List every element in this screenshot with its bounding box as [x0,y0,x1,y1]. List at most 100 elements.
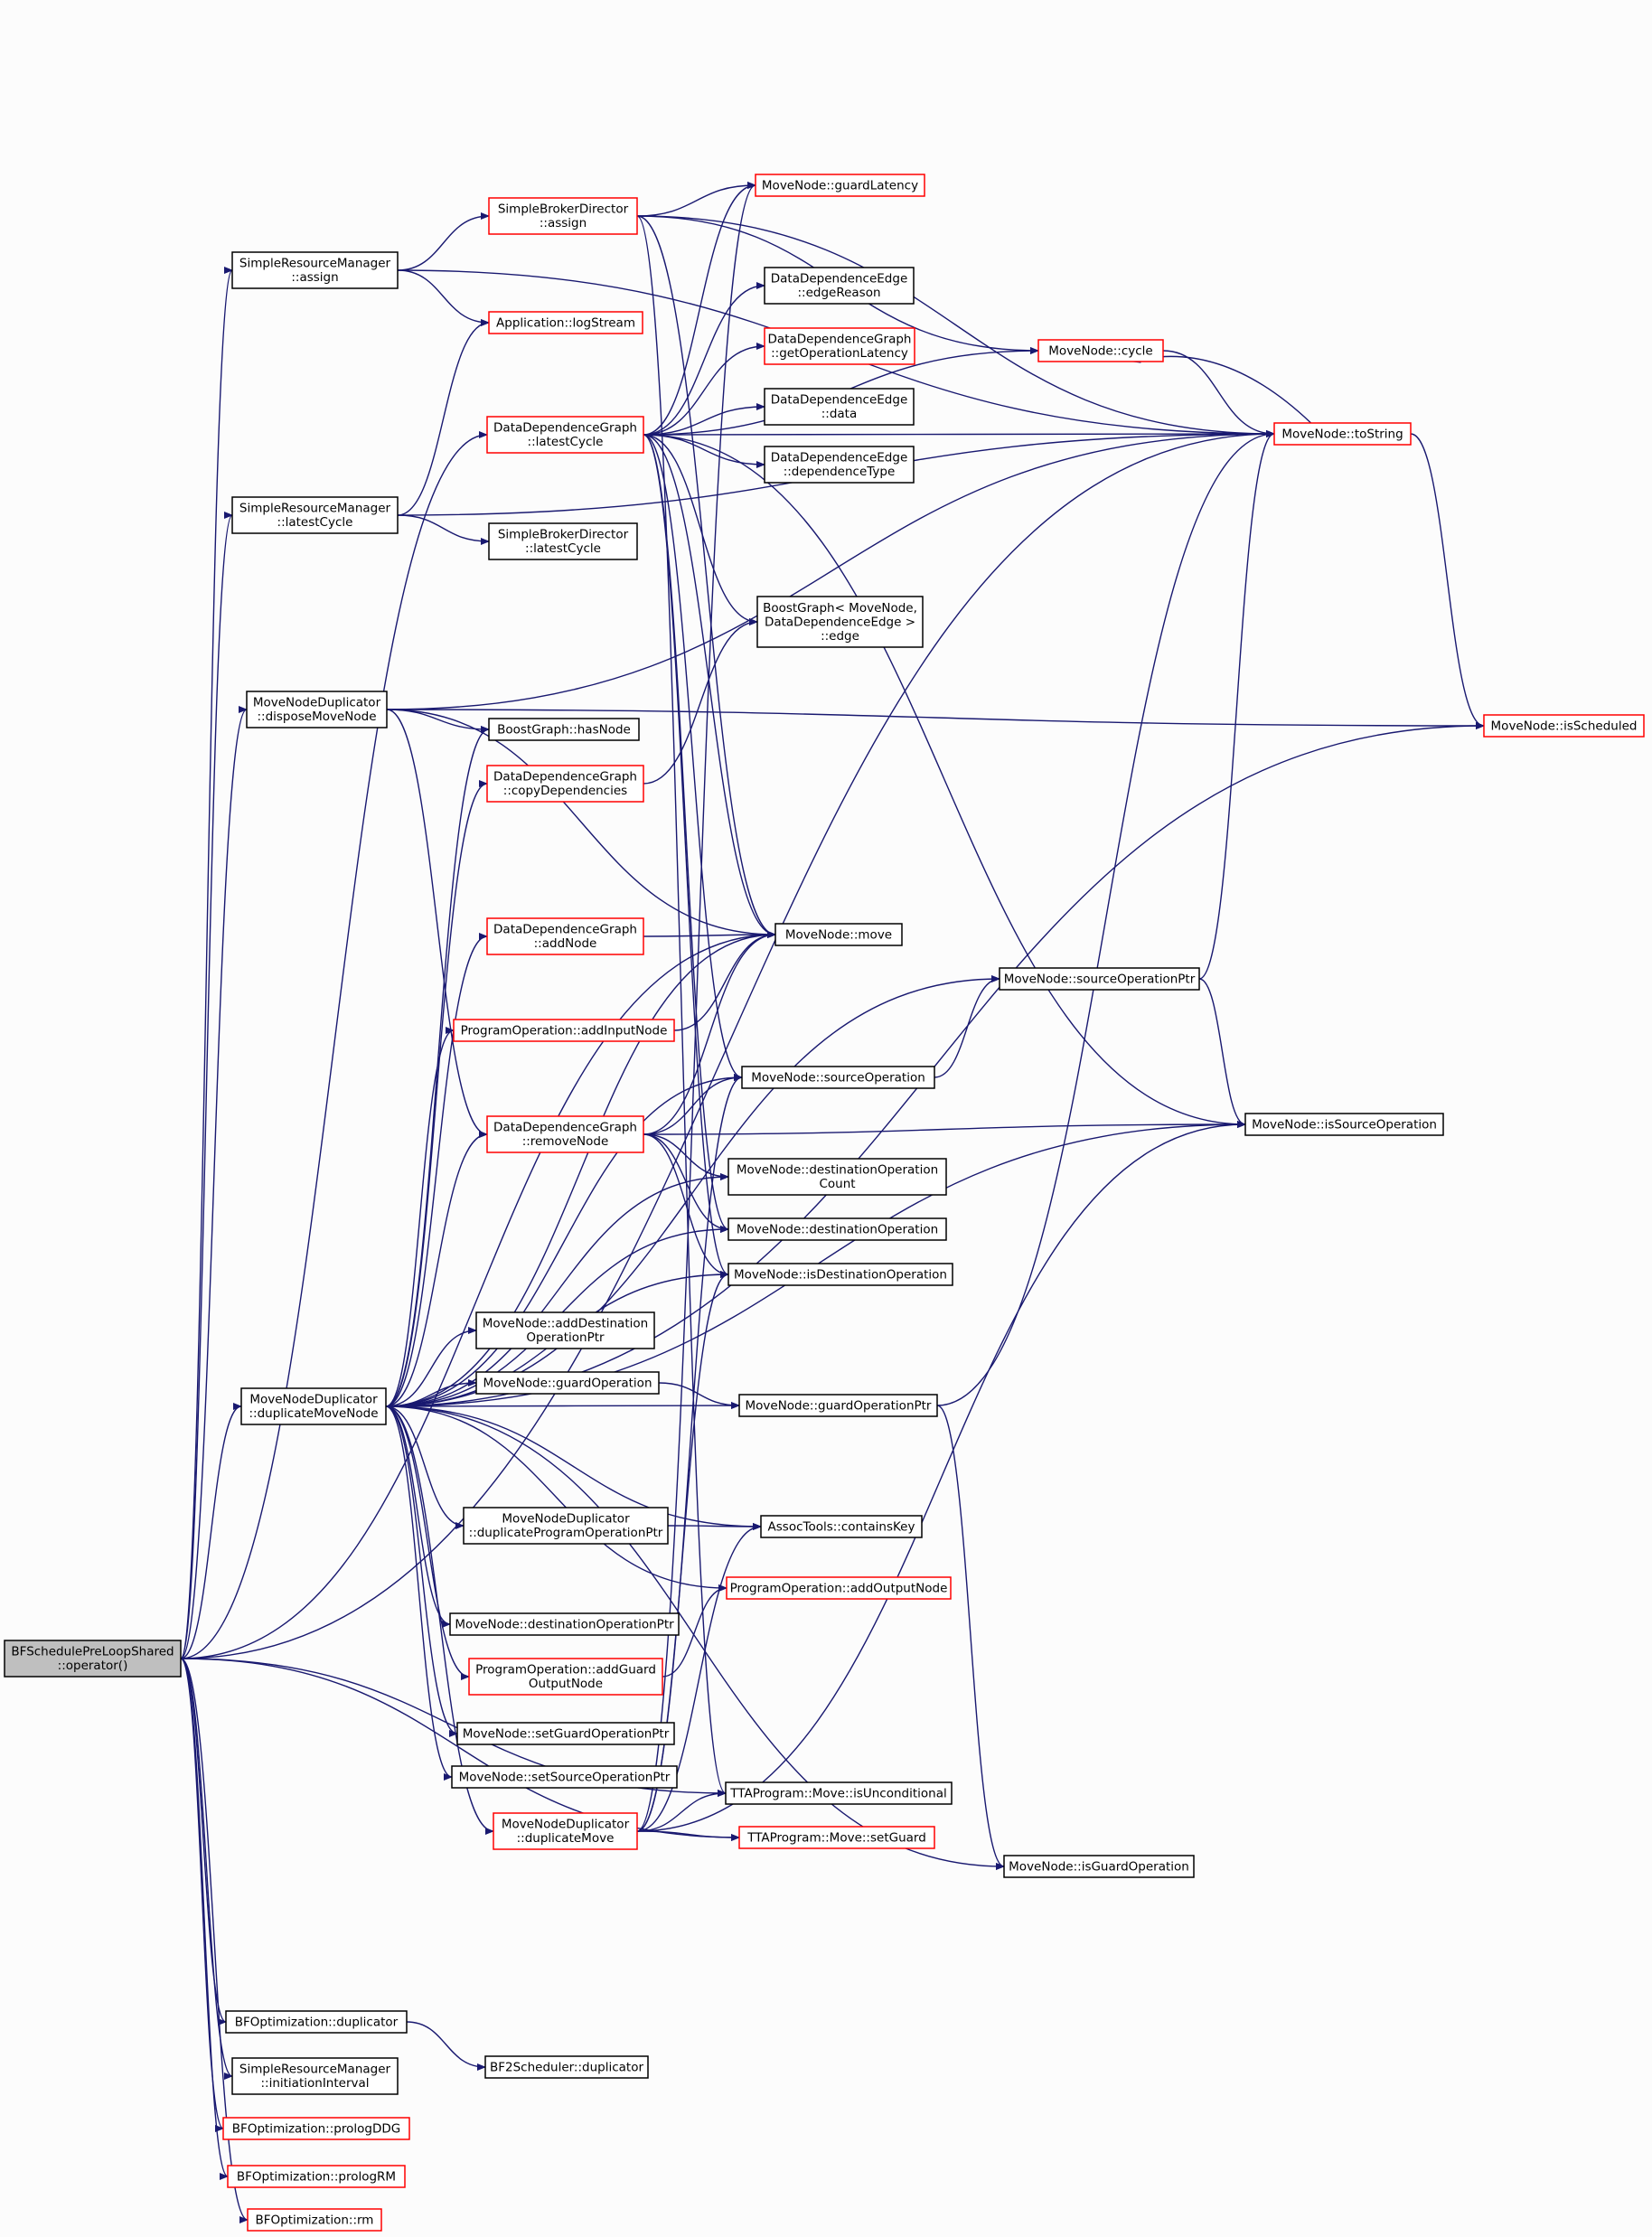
node-mn_sourceop[interactable]: MoveNode::sourceOperation [741,1066,935,1089]
node-mnd_dupprogop[interactable]: MoveNodeDuplicator::duplicateProgramOper… [463,1507,669,1545]
node-mn_setguardopptr[interactable]: MoveNode::setGuardOperationPtr [456,1722,675,1745]
node-label-ddg_removenode-0: DataDependenceGraph [493,1121,637,1135]
edge-mn_sourceop-to-mn_sourceopptr [934,975,1000,1078]
node-box-mnd_duplicatemove [493,1812,638,1850]
node-label-bfo_duplicator-0: BFOptimization::duplicator [235,2015,399,2029]
node-mn_setsourceopptr[interactable]: MoveNode::setSourceOperationPtr [451,1765,678,1789]
node-bfo_rm[interactable]: BFOptimization::rm [247,2208,382,2232]
node-label-po_addguardoutput-0: ProgramOperation::addGuard [475,1663,656,1678]
node-mn_cycle[interactable]: MoveNode::cycle [1037,339,1164,362]
node-label-tta_isuncond-0: TTAProgram::Move::isUnconditional [729,1786,946,1800]
node-bg_edge[interactable]: BoostGraph< MoveNode,DataDependenceEdge … [756,596,924,648]
edge-mnd_duplicatemove-to-tta_isuncond [636,1790,727,1832]
node-dde_data[interactable]: DataDependenceEdge::data [764,388,915,426]
node-bfo_prologrm[interactable]: BFOptimization::prologRM [227,2165,406,2188]
node-tta_isuncond[interactable]: TTAProgram::Move::isUnconditional [725,1781,953,1805]
node-mn_guardop[interactable]: MoveNode::guardOperation [475,1371,660,1395]
node-ddg_removenode[interactable]: DataDependenceGraph::removeNode [486,1115,644,1153]
node-box-mn_sourceopptr [999,967,1200,991]
node-sbd_assign[interactable]: SimpleBrokerDirector::assign [488,197,638,235]
node-srm_initinterval[interactable]: SimpleResourceManager::initiationInterva… [231,2057,399,2095]
node-mn_isguardop[interactable]: MoveNode::isGuardOperation [1003,1855,1195,1878]
node-ddg_latestcycle[interactable]: DataDependenceGraph::latestCycle [486,416,644,454]
node-mnd_disposemovenode[interactable]: MoveNodeDuplicator::disposeMoveNode [246,691,388,728]
node-box-ddg_getoplatency [764,327,915,365]
node-mn_issourceop[interactable]: MoveNode::isSourceOperation [1244,1113,1444,1136]
edge-mnd_disposemovenode-to-mn_move [386,709,776,938]
edge-root-to-bfo_prologrm [180,1658,229,2180]
node-bg_hasnode[interactable]: BoostGraph::hasNode [488,718,640,741]
node-label-bg_hasnode-0: BoostGraph::hasNode [497,722,631,737]
node-box-mnd_disposemovenode [246,691,388,728]
edge-mn_guardopptr-to-mn_isguardop [936,1405,1005,1870]
node-mn_sourceopptr[interactable]: MoveNode::sourceOperationPtr [999,967,1200,991]
edge-root-to-mnd_disposemovenode [180,706,248,1659]
node-label-sbd_latestcycle-1: ::latestCycle [525,541,601,556]
edge-ddg_latestcycle-to-ddg_getoplatency [643,343,765,436]
node-label-srm_initinterval-0: SimpleResourceManager [239,2063,391,2077]
node-label-bg_edge-2: ::edge [821,629,859,644]
node-ddg_getoplatency[interactable]: DataDependenceGraph::getOperationLatency [764,327,915,365]
node-label-tta_setguard-0: TTAProgram::Move::setGuard [746,1830,926,1845]
edge-ddg_addnode-to-mn_move [643,931,776,939]
node-bfo_duplicator[interactable]: BFOptimization::duplicator [225,2010,408,2034]
node-mn_guardopptr[interactable]: MoveNode::guardOperationPtr [738,1394,938,1417]
node-bfo_prologddg[interactable]: BFOptimization::prologDDG [222,2117,410,2140]
node-label-ddg_removenode-1: ::removeNode [522,1134,609,1149]
edge-mnd_disposemovenode-to-mn_isscheduled [386,709,1485,729]
edge-sbd_assign-to-mn_tostring [636,215,1275,437]
node-sbd_latestcycle[interactable]: SimpleBrokerDirector::latestCycle [488,522,638,560]
node-dde_deptype[interactable]: DataDependenceEdge::dependenceType [764,446,915,484]
node-box-mn_isdestop [727,1263,953,1286]
node-ddg_addnode[interactable]: DataDependenceGraph::addNode [486,917,644,955]
node-label-mn_tostring-0: MoveNode::toString [1281,427,1403,441]
node-app_logstream[interactable]: Application::logStream [488,311,643,334]
node-srm_latestcycle[interactable]: SimpleResourceManager::latestCycle [231,496,399,534]
node-label-sbd_assign-0: SimpleBrokerDirector [498,202,629,217]
node-label-po_addinputnode-0: ProgramOperation::addInputNode [461,1023,668,1038]
node-box-sbd_assign [488,197,638,235]
edge-ddg_latestcycle-to-mn_sourceop [643,434,743,1081]
edge-mn_guardopptr-to-mn_tostring [936,430,1275,1406]
edge-mnd_duplicatemove-to-mn_isdestop [636,1271,729,1832]
node-label-srm_latestcycle-0: SimpleResourceManager [239,502,391,516]
edge-mn_sourceopptr-to-mn_tostring [1198,430,1275,980]
node-mn_destop[interactable]: MoveNode::destinationOperation [727,1217,947,1241]
node-ddg_copydeps[interactable]: DataDependenceGraph::copyDependencies [486,765,644,803]
node-box-mn_adddestopptr [475,1311,655,1349]
edge-sbd_assign-to-tta_isuncond [636,215,727,1797]
node-root[interactable]: BFSchedulePreLoopShared::operator() [4,1640,182,1678]
node-bf2_duplicator[interactable]: BF2Scheduler::duplicator [484,2055,649,2079]
edge-mnd_disposemovenode-to-ddg_removenode [386,709,488,1138]
node-po_addoutputnode[interactable]: ProgramOperation::addOutputNode [726,1576,952,1600]
node-label-bf2_duplicator-0: BF2Scheduler::duplicator [490,2060,644,2074]
node-mnd_duplicatemovenode[interactable]: MoveNodeDuplicator::duplicateMoveNode [240,1387,387,1425]
node-srm_assign[interactable]: SimpleResourceManager::assign [231,251,399,289]
node-dde_edgereason[interactable]: DataDependenceEdge::edgeReason [764,267,915,305]
node-po_addinputnode[interactable]: ProgramOperation::addInputNode [453,1019,675,1042]
node-label-dde_deptype-1: ::dependenceType [784,465,896,479]
node-mn_move[interactable]: MoveNode::move [774,923,903,946]
node-at_containskey[interactable]: AssocTools::containsKey [760,1515,923,1538]
edge-srm_assign-to-app_logstream [397,269,490,326]
node-mn_isdestop[interactable]: MoveNode::isDestinationOperation [727,1263,953,1286]
node-box-sbd_latestcycle [488,522,638,560]
node-tta_setguard[interactable]: TTAProgram::Move::setGuard [738,1826,935,1849]
node-label-mn_adddestopptr-1: OperationPtr [526,1330,605,1345]
node-label-ddg_addnode-0: DataDependenceGraph [493,923,637,937]
node-mn_guardlatency[interactable]: MoveNode::guardLatency [755,174,925,197]
node-box-dde_deptype [764,446,915,484]
node-box-srm_assign [231,251,399,289]
node-label-bg_edge-1: DataDependenceEdge > [765,615,915,629]
edge-sbd_assign-to-mn_move [636,215,776,938]
node-mnd_duplicatemove[interactable]: MoveNodeDuplicator::duplicateMove [493,1812,638,1850]
node-box-tta_isuncond [725,1781,953,1805]
node-mn_destopptr[interactable]: MoveNode::destinationOperationPtr [449,1612,680,1636]
node-mn_tostring[interactable]: MoveNode::toString [1273,422,1412,446]
edge-bfo_duplicator-to-bf2_duplicator [406,2021,486,2071]
node-mn_isscheduled[interactable]: MoveNode::isScheduled [1483,714,1645,738]
